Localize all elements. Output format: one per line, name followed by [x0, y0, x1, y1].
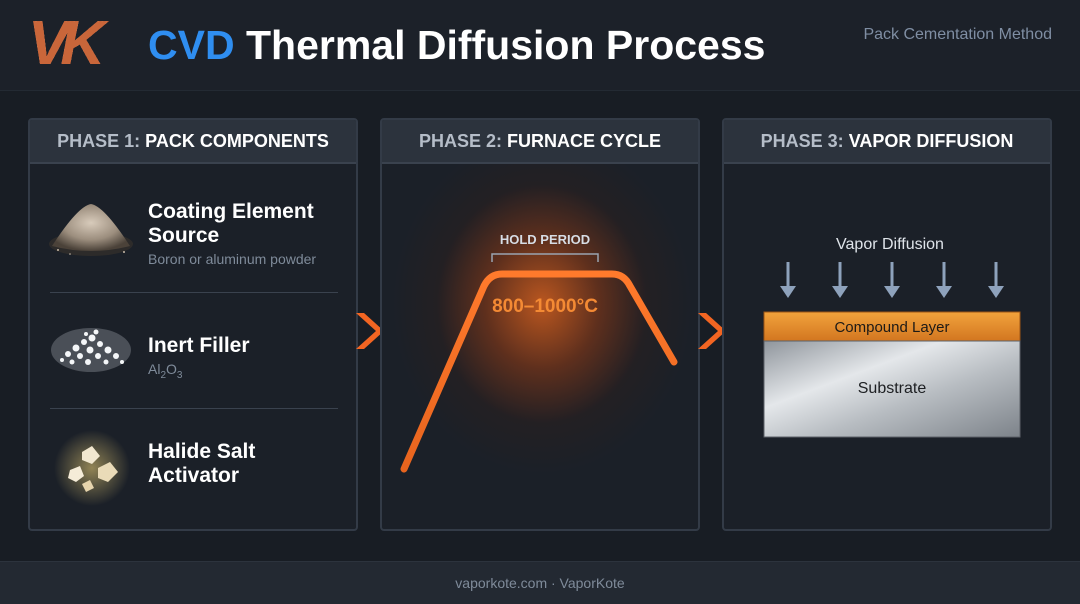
component-detail: Boron or aluminum powder — [148, 251, 317, 267]
hold-period-label: HOLD PERIOD — [500, 232, 590, 247]
compound-layer-label: Compound Layer — [834, 319, 949, 336]
furnace-glow — [382, 164, 698, 529]
component-name: Inert Filler — [148, 334, 250, 357]
vapor-arrow-head — [780, 286, 796, 298]
vapor-arrow-head — [988, 286, 1004, 298]
vapor-diffusion-label: Vapor Diffusion — [836, 236, 944, 253]
hold-bracket — [491, 253, 599, 262]
temperature-profile: HOLD PERIOD 800–1000°C — [400, 232, 678, 473]
substrate-label: Substrate — [858, 380, 927, 397]
powder-pile-icon — [49, 204, 133, 256]
footer-text: vaporkote.com · VaporKote — [455, 575, 625, 591]
vapor-arrow-head — [884, 286, 900, 298]
logo: VK — [28, 13, 112, 75]
substrate-block — [763, 340, 1021, 438]
logo-dots: VK — [28, 13, 112, 75]
divider — [50, 292, 338, 293]
vapor-arrow-head — [936, 286, 952, 298]
title-accent: CVD — [148, 22, 235, 68]
component-name: Coating Element Source — [148, 200, 314, 247]
vapor-arrows — [780, 262, 1004, 298]
phase-2-header: PHASE 2: FURNACE CYCLE — [382, 120, 698, 164]
phase-1-header: PHASE 1: PACK COMPONENTS — [30, 120, 356, 164]
cycle-curve — [400, 270, 678, 473]
footer: vaporkote.com · VaporKote — [0, 561, 1080, 604]
phase-2-prefix: PHASE 2: — [418, 131, 502, 151]
chevron-right-icon — [698, 313, 726, 349]
phase-2-panel: PHASE 2: FURNACE CYCLE HOLD PERIOD 800–1… — [380, 118, 700, 531]
component-coating-source: Coating Element Source Boron or aluminum… — [30, 182, 356, 292]
phase-1-panel: PHASE 1: PACK COMPONENTS Coating Element… — [28, 118, 358, 531]
component-halide-activator: Halide Salt Activator — [30, 410, 356, 528]
tagline: Pack Cementation Method — [863, 26, 1052, 43]
phase-2-title: FURNACE CYCLE — [507, 131, 662, 151]
compound-layer — [763, 311, 1021, 342]
temperature-label: 800–1000°C — [492, 296, 598, 317]
salt-crystals-icon — [54, 430, 130, 506]
component-detail: Al2O3 — [148, 361, 183, 381]
phase-1-prefix: PHASE 1: — [57, 131, 141, 151]
phase-3-panel: PHASE 3: VAPOR DIFFUSION Vapor Diffusion… — [722, 118, 1052, 531]
phase-3-header: PHASE 3: VAPOR DIFFUSION — [724, 120, 1050, 164]
page-title: CVD Thermal Diffusion Process — [148, 20, 765, 70]
phase-3-prefix: PHASE 3: — [760, 131, 844, 151]
chevron-right-icon — [356, 313, 384, 349]
diffusion-diagram: Vapor Diffusion Compound Layer Substrate — [763, 236, 1021, 438]
vapor-arrow-head — [832, 286, 848, 298]
phase-3-title: VAPOR DIFFUSION — [848, 131, 1014, 151]
granules-icon — [51, 328, 131, 372]
title-rest: Thermal Diffusion Process — [245, 22, 766, 68]
component-name: Halide Salt Activator — [148, 440, 256, 487]
component-inert-filler: Inert Filler Al2O3 — [30, 294, 356, 408]
phase-1-title: PACK COMPONENTS — [145, 131, 329, 151]
divider — [50, 408, 338, 409]
header: VK VK CVD Thermal Diffusion Process Pack… — [0, 0, 1080, 91]
